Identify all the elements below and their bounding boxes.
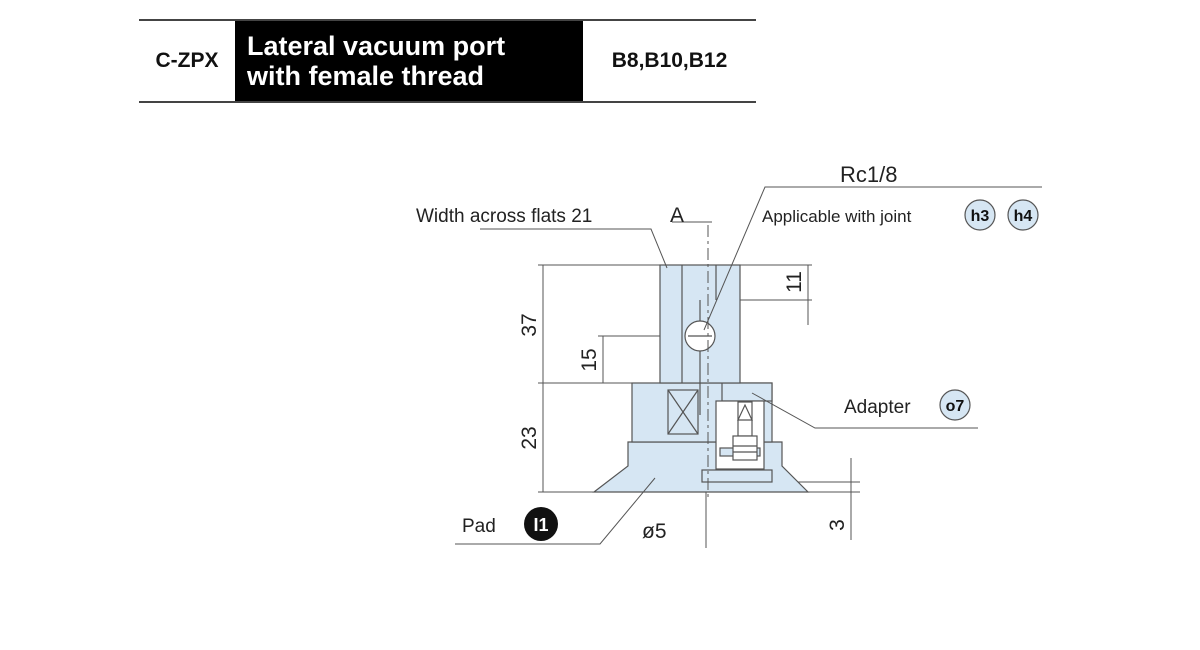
joint-label: Applicable with joint	[762, 207, 912, 226]
thread-label: Rc1/8	[840, 162, 897, 187]
joint-badge-h4-text: h4	[1014, 208, 1033, 225]
leader-lines	[455, 186, 1042, 545]
dim-lower-height: 23	[518, 426, 541, 449]
title-line-1: Lateral vacuum port	[247, 31, 506, 61]
thread-leader	[703, 186, 1042, 331]
pad-label: Pad	[462, 516, 496, 537]
title-line-2: with female thread	[247, 61, 485, 91]
pad-badge-text: I1	[533, 515, 548, 535]
flats-leader	[480, 228, 668, 269]
dim-thread-depth: 11	[783, 271, 806, 293]
adapter-badge: o7	[939, 389, 971, 421]
view-label: A	[670, 204, 684, 227]
adapter-label: Adapter	[844, 397, 911, 418]
vacuum-pad-assembly	[592, 264, 810, 493]
dim-port-height: 15	[578, 348, 601, 371]
product-code: C-ZPX	[155, 49, 219, 72]
joint-badge-h3-text: h3	[971, 208, 990, 225]
adapter-badge-text: o7	[946, 398, 965, 415]
product-title: Lateral vacuum port with female thread	[235, 21, 583, 101]
adapter-leader	[751, 392, 978, 429]
diameter-label: ø5	[642, 520, 667, 543]
applicable-sizes: B8,B10,B12	[611, 49, 728, 72]
joint-badge-h3: h3	[964, 199, 996, 231]
pad-leader	[455, 477, 656, 545]
pad-badge: I1	[524, 507, 558, 541]
joint-badge-h4: h4	[1007, 199, 1039, 231]
flats-label: Width across flats 21	[416, 206, 592, 227]
header-table: C-ZPX Lateral vacuum port with female th…	[139, 19, 756, 103]
dim-lip-height: 3	[826, 519, 849, 531]
pad-body	[592, 441, 810, 493]
dim-upper-height: 37	[518, 313, 541, 336]
